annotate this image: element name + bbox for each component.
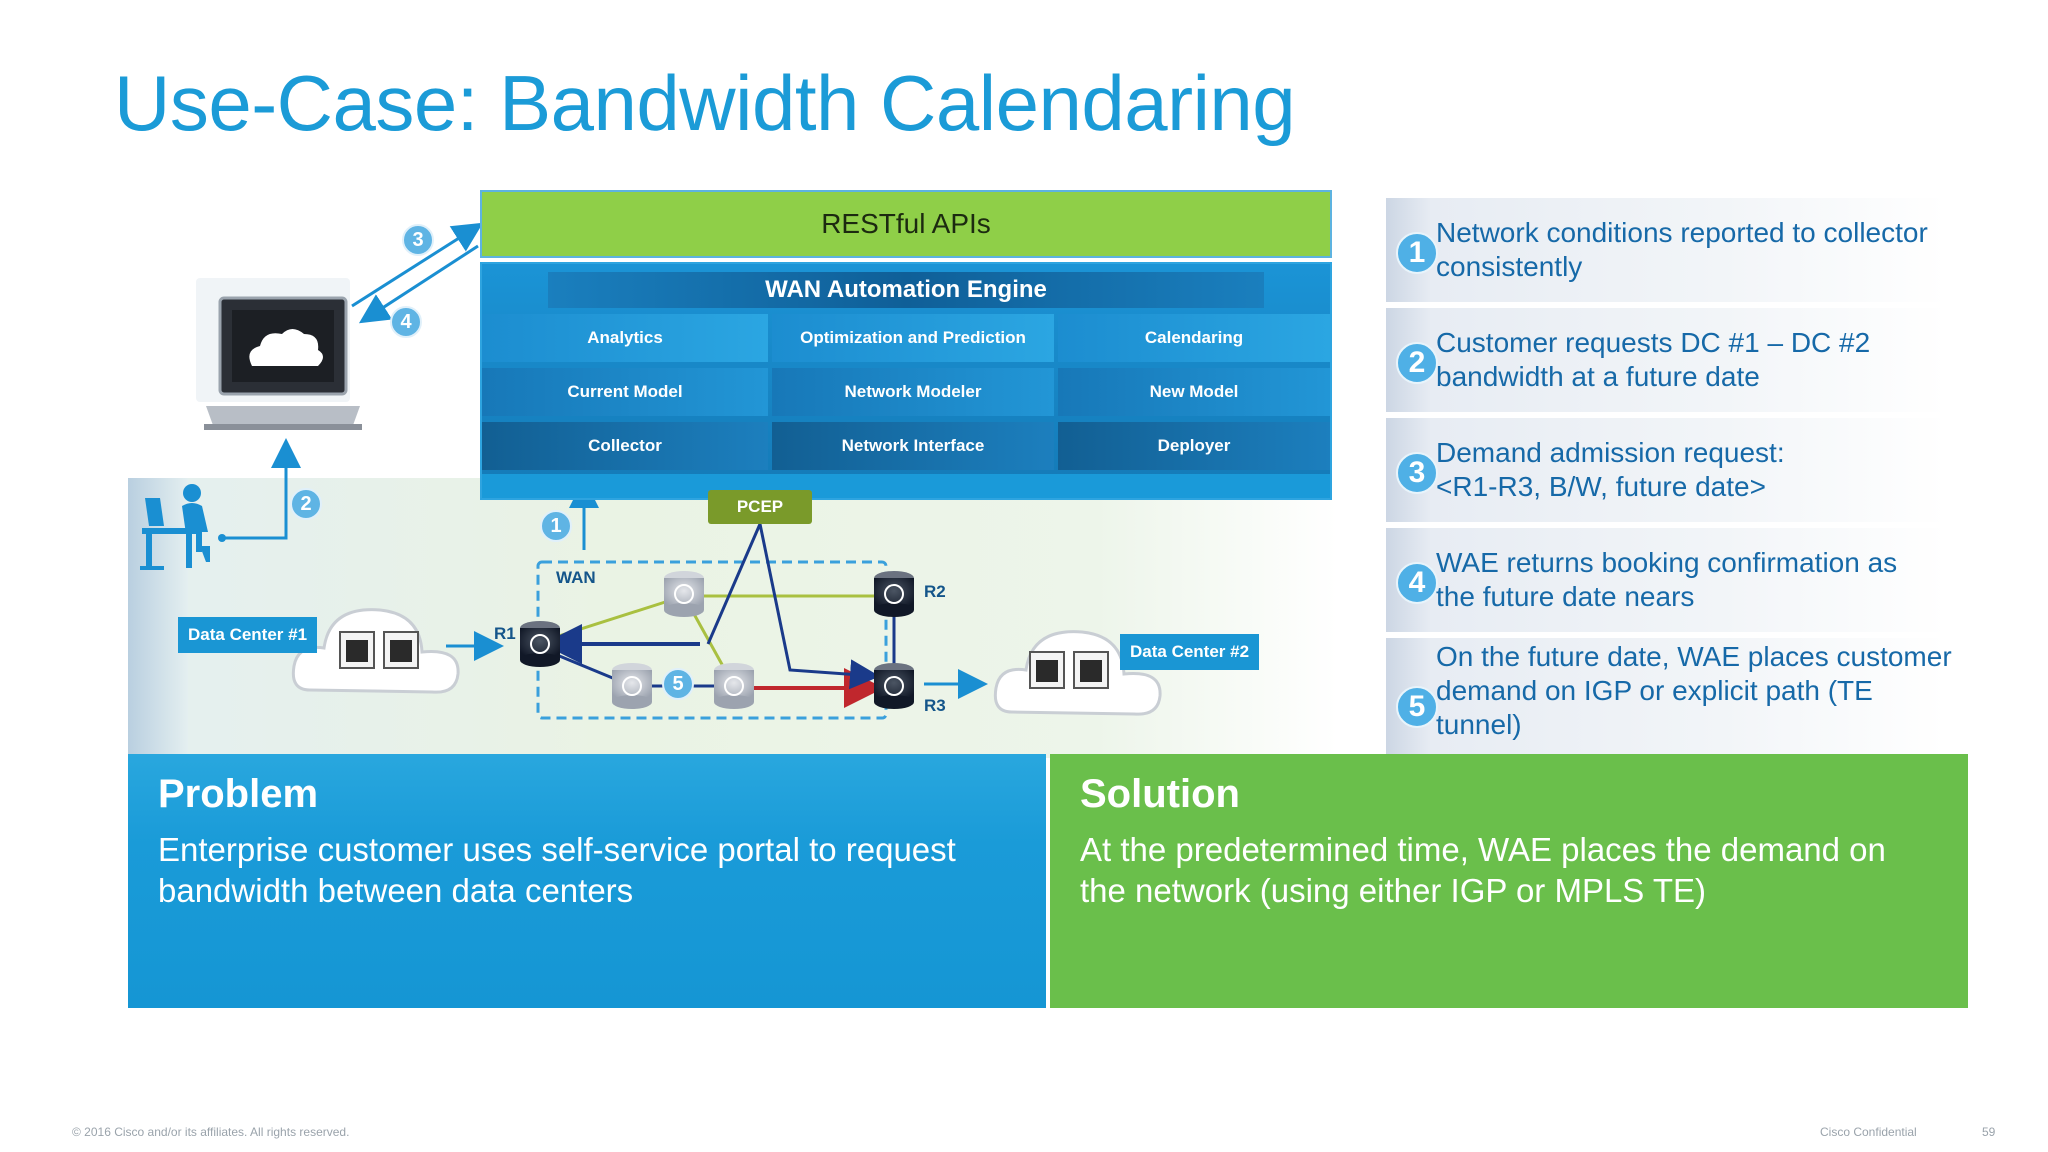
- module-network-interface: Network Interface: [772, 422, 1054, 470]
- step-1-number: 1: [1396, 232, 1438, 274]
- module-deployer: Deployer: [1058, 422, 1330, 470]
- step-3-text: Demand admission request: <R1-R3, B/W, f…: [1436, 437, 1785, 502]
- step-badge-5: 5: [662, 668, 694, 700]
- laptop-icon: [196, 278, 362, 430]
- solution-text: At the predetermined time, WAE places th…: [1080, 831, 1886, 909]
- module-new-model: New Model: [1058, 368, 1330, 416]
- module-optimization: Optimization and Prediction: [772, 314, 1054, 362]
- module-current-model: Current Model: [482, 368, 768, 416]
- data-center-2-cloud: [993, 630, 1162, 716]
- footer-page-number: 59: [1982, 1125, 1996, 1139]
- wan-automation-engine: WAN Automation Engine Analytics Optimiza…: [480, 262, 1332, 500]
- router-r3-label: R3: [924, 696, 946, 715]
- step-2-number: 2: [1396, 342, 1438, 384]
- wan-label: WAN: [556, 568, 596, 587]
- step-5-text: On the future date, WAE places customer …: [1436, 641, 1952, 740]
- solution-panel: Solution At the predetermined time, WAE …: [1050, 754, 1968, 1008]
- step-4-text: WAE returns booking confirmation as the …: [1436, 547, 1898, 612]
- step-3-number: 3: [1396, 452, 1438, 494]
- restful-apis-bar: RESTful APIs: [480, 190, 1332, 258]
- step-1: 1 Network conditions reported to collect…: [1386, 198, 1946, 302]
- step-badge-1: 1: [540, 510, 572, 542]
- problem-panel: Problem Enterprise customer uses self-se…: [128, 754, 1046, 1008]
- module-calendaring: Calendaring: [1058, 314, 1330, 362]
- step-3: 3 Demand admission request: <R1-R3, B/W,…: [1386, 418, 1946, 522]
- wae-bottom-strip: [482, 474, 1330, 498]
- router-r3-icon: [874, 663, 914, 709]
- router-r1-icon: [520, 621, 560, 667]
- step-1-text: Network conditions reported to collector…: [1436, 217, 1928, 282]
- solution-title: Solution: [1080, 772, 1240, 816]
- user-at-desk-icon: [140, 484, 210, 570]
- step-badge-4: 4: [390, 306, 422, 338]
- router-r2-label: R2: [924, 582, 946, 601]
- step-4: 4 WAE returns booking confirmation as th…: [1386, 528, 1946, 632]
- step-5: 5 On the future date, WAE places custome…: [1386, 638, 1952, 758]
- step-badge-3: 3: [402, 224, 434, 256]
- step-4-number: 4: [1396, 562, 1438, 604]
- router-gray-top-icon: [664, 571, 704, 617]
- problem-text: Enterprise customer uses self-service po…: [158, 831, 956, 909]
- router-gray-right-icon: [714, 663, 754, 709]
- page-title: Use-Case: Bandwidth Calendaring: [114, 59, 1296, 147]
- data-center-1-label: Data Center #1: [178, 617, 318, 653]
- pcep-label: PCEP: [708, 490, 812, 524]
- router-r2-icon: [874, 571, 914, 617]
- data-center-2-label: Data Center #2: [1120, 634, 1260, 670]
- step-2-text: Customer requests DC #1 – DC #2 bandwidt…: [1436, 327, 1871, 392]
- step-badge-2: 2: [290, 488, 322, 520]
- step-2: 2 Customer requests DC #1 – DC #2 bandwi…: [1386, 308, 1946, 412]
- module-network-modeler: Network Modeler: [772, 368, 1054, 416]
- router-gray-left-icon: [612, 663, 652, 709]
- data-center-1-cloud: [291, 608, 460, 694]
- problem-title: Problem: [158, 772, 319, 816]
- router-r1-label: R1: [494, 624, 516, 643]
- module-collector: Collector: [482, 422, 768, 470]
- footer-confidential: Cisco Confidential: [1820, 1125, 1917, 1139]
- wae-title: WAN Automation Engine: [548, 272, 1264, 308]
- module-analytics: Analytics: [482, 314, 768, 362]
- footer-copyright: © 2016 Cisco and/or its affiliates. All …: [72, 1125, 350, 1139]
- step-5-number: 5: [1396, 686, 1438, 728]
